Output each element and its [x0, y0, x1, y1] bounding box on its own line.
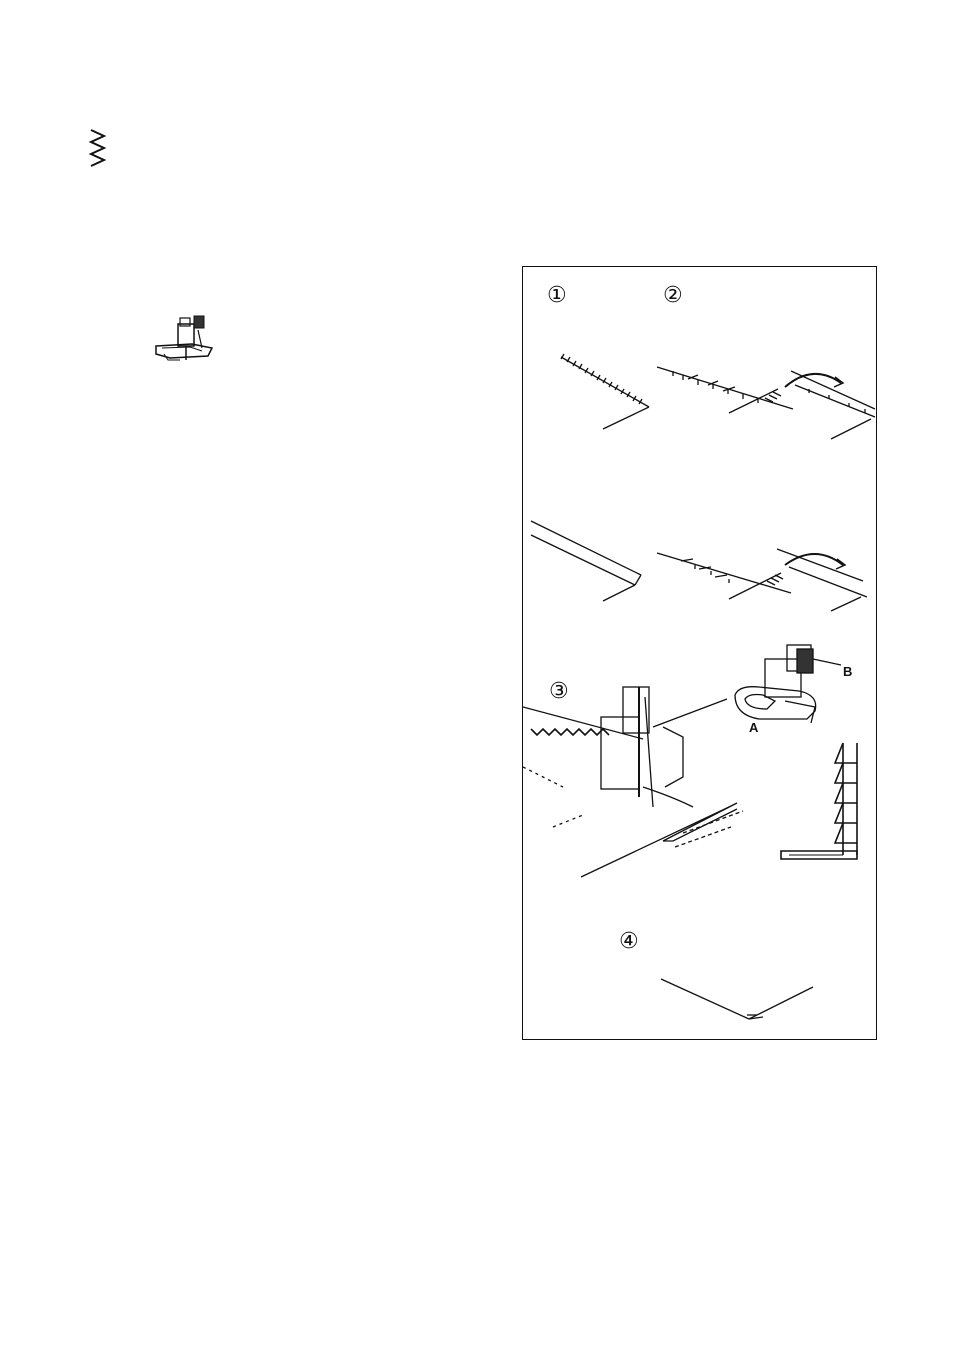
step1-fabric-folded — [531, 521, 641, 601]
step2-fabric-fold-upper — [657, 367, 875, 439]
blind-stitch-pattern — [781, 743, 857, 859]
step4-finished-hem — [661, 979, 813, 1019]
step-3-label: ③ — [549, 681, 569, 703]
hem-steps-illustration — [523, 267, 878, 1041]
part-a-label: A — [749, 721, 758, 734]
zigzag-stitch-icon — [88, 128, 108, 172]
step2-fabric-fold-lower — [657, 549, 867, 611]
blind-hem-foot-icon — [150, 310, 220, 368]
step-1-label: ① — [547, 285, 567, 307]
part-b-label: B — [843, 665, 852, 678]
step3-sewing-illustration — [523, 687, 743, 877]
step1-fabric-serged — [561, 354, 649, 429]
step-4-label: ④ — [619, 931, 639, 953]
step-2-label: ② — [663, 285, 683, 307]
instruction-diagram-panel: ① ② ③ ④ B A — [522, 266, 877, 1040]
blind-hem-foot-diagram — [735, 645, 841, 723]
